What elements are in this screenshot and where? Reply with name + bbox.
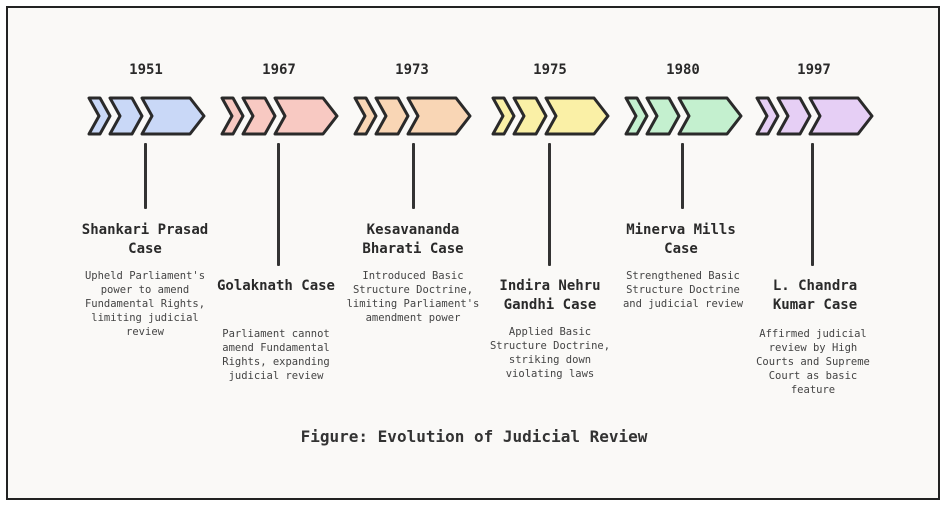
chevron-arrow-icon [491,96,610,136]
milestone-description: Introduced Basic Structure Doctrine, lim… [346,270,480,324]
milestone-1975: 1975 Indira Nehru Gandhi Case Applied Ba… [490,0,630,420]
milestone-description: Parliament cannot amend Fundamental Righ… [222,328,330,382]
milestone-year: 1973 [395,62,429,78]
chevron-arrow-icon [353,96,472,136]
chevron-arrow-icon [755,96,874,136]
milestone-title: Golaknath Case [216,278,335,294]
milestone-1997: 1997 L. Chandra Kumar Case Affirmed judi… [754,0,894,420]
milestone-year: 1967 [262,62,296,78]
chevron-arrow-icon [624,96,743,136]
milestone-connector [412,143,415,209]
milestone-title: Kesavananda Bharati Case [362,222,464,257]
milestone-year: 1951 [129,62,163,78]
diagram-frame [6,6,940,500]
chevron-arrow-icon [220,96,339,136]
milestone-1980: 1980 Minerva Mills Case Strengthened Bas… [623,0,763,420]
milestone-year: 1980 [666,62,700,78]
milestone-connector [548,143,551,266]
figure-caption: Figure: Evolution of Judicial Review [300,427,648,446]
milestone-description: Strengthened Basic Structure Doctrine an… [622,270,744,310]
milestone-connector [144,143,147,209]
chevron-arrow-icon [87,96,206,136]
milestone-title: Minerva Mills Case [626,222,736,257]
milestone-1967: 1967 Golaknath Case Parliament cannot am… [217,0,359,420]
milestone-title: Indira Nehru Gandhi Case [499,278,601,313]
milestone-1951: 1951 Shankari Prasad Case Upheld Parliam… [82,0,226,420]
milestone-year: 1997 [797,62,831,78]
milestone-1973: 1973 Kesavananda Bharati Case Introduced… [347,0,492,420]
milestone-connector [277,143,280,266]
milestone-connector [681,143,684,209]
milestone-title: L. Chandra Kumar Case [772,278,858,313]
milestone-year: 1975 [533,62,567,78]
milestone-description: Upheld Parliament's power to amend Funda… [84,270,206,338]
milestone-title: Shankari Prasad Case [81,222,209,257]
milestone-description: Applied Basic Structure Doctrine, striki… [489,326,611,380]
milestone-connector [811,143,814,266]
milestone-description: Affirmed judicial review by High Courts … [756,328,870,396]
